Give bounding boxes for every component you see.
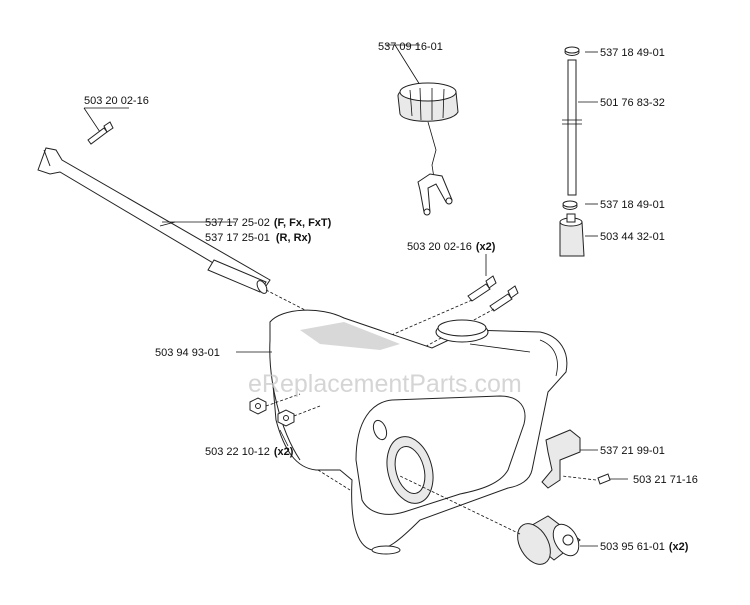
part-label: 503 94 93-01 (155, 347, 220, 359)
part-label: 503 44 32-01 (600, 231, 665, 243)
part-label: 537 18 49-01 (600, 199, 665, 211)
part-label: 503 95 61-01(x2) (600, 541, 689, 553)
part-label: 537 09 16-01 (378, 41, 443, 53)
bracket (541, 429, 628, 489)
screw-top-left (83, 107, 129, 145)
housing-body (236, 309, 568, 555)
part-labels: 503 20 02-16 537 09 16-01 537 18 49-01 5… (84, 41, 698, 553)
fuel-cap (385, 44, 459, 216)
part-label: 503 20 02-16(x2) (407, 241, 496, 253)
part-label: 503 20 02-16 (84, 95, 149, 107)
part-label: 503 21 71-16 (633, 474, 698, 486)
watermark-text: eReplacementParts.com (248, 370, 522, 398)
nuts-x2 (249, 393, 321, 447)
bushing (399, 475, 598, 565)
fuel-line-assembly (559, 46, 598, 257)
part-label: 537 17 25-02(F, Fx, FxT) (205, 217, 332, 229)
part-label: 501 76 83-32 (600, 97, 665, 109)
part-label: 537 17 25-01(R, Rx) (205, 232, 312, 244)
shaft-tube (37, 147, 306, 311)
part-label: 537 21 99-01 (600, 445, 665, 457)
part-label: 503 22 10-12(x2) (205, 446, 294, 458)
part-label: 537 18 49-01 (600, 47, 665, 59)
